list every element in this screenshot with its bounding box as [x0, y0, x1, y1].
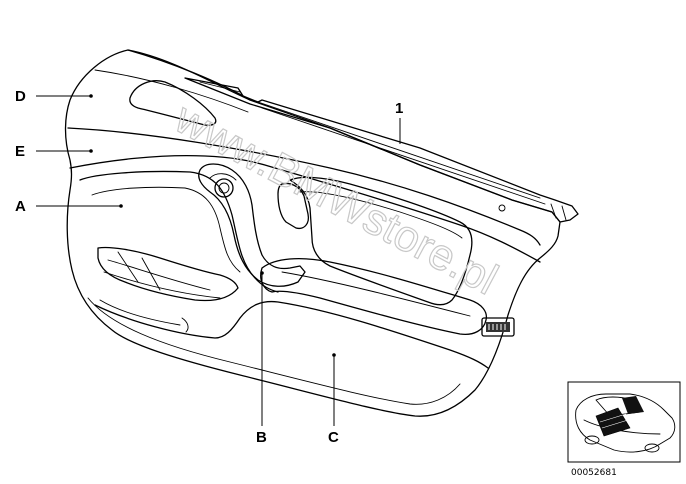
leader-dot-d — [89, 94, 93, 98]
leader-dot-a — [119, 204, 123, 208]
inset-frame — [567, 381, 681, 463]
speaker-grille — [129, 80, 217, 126]
map-pocket — [79, 170, 279, 333]
car-inset — [567, 381, 681, 463]
upper-crease — [67, 127, 541, 246]
panel-outline — [64, 49, 561, 417]
leader-dot-b — [260, 271, 264, 275]
window-switch — [481, 317, 515, 337]
callout-1: 1 — [395, 100, 403, 117]
leader-lines — [36, 94, 401, 426]
top-rail-inner — [94, 69, 249, 113]
top-rail — [127, 49, 251, 101]
callout-c: C — [328, 429, 339, 446]
callout-e: E — [15, 143, 25, 160]
car-icon — [575, 393, 676, 453]
callout-d: D — [15, 88, 26, 105]
highlighted-door — [595, 407, 631, 437]
window-seal-strip — [184, 77, 579, 223]
leader-dot-e — [89, 149, 93, 153]
callout-a: A — [15, 198, 26, 215]
middle-crease — [69, 154, 541, 263]
insert-panel — [277, 176, 473, 306]
bottom-inner-edge — [87, 297, 461, 405]
armrest — [260, 258, 488, 336]
callout-b: B — [256, 429, 267, 446]
door-handle — [198, 163, 306, 287]
part-number: 00052681 — [571, 468, 617, 478]
lower-pocket — [94, 300, 489, 369]
door-trim-panel — [64, 49, 579, 417]
leader-dot-c — [332, 353, 336, 357]
